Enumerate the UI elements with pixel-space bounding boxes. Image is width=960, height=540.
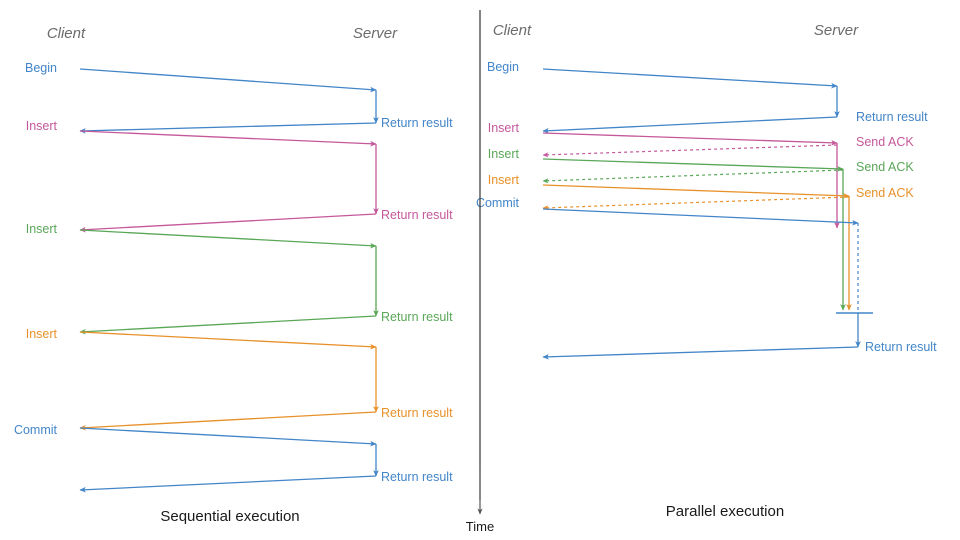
divider-layer: Time [466, 10, 494, 534]
ack-label: Send ACK [856, 135, 914, 149]
lane-title-server: Server [814, 22, 859, 39]
ack-arrow [542, 169, 844, 184]
response-label: Return result [381, 470, 453, 484]
panel-caption: Sequential execution [160, 508, 299, 525]
request-arrow [542, 158, 844, 172]
request-label: Insert [26, 327, 58, 341]
request-label: Insert [488, 173, 520, 187]
response-label: Return result [856, 110, 928, 124]
panel-caption: Parallel execution [666, 503, 784, 520]
request-arrow [542, 208, 859, 226]
request-arrow [542, 132, 838, 146]
request-arrow [542, 184, 850, 199]
request-arrow [79, 68, 377, 93]
ack-label: Send ACK [856, 186, 914, 200]
time-axis-label: Time [466, 519, 494, 534]
request-label: Begin [487, 60, 519, 74]
request-arrow [79, 427, 377, 447]
response-arrow [542, 346, 859, 360]
lane-title-server: Server [353, 25, 398, 42]
response-label: Return result [381, 208, 453, 222]
response-label: Return result [381, 116, 453, 130]
response-arrow [542, 116, 838, 134]
lane-title-client: Client [47, 25, 86, 42]
request-label: Insert [488, 147, 520, 161]
response-label: Return result [865, 340, 937, 354]
request-arrow [79, 229, 377, 249]
response-arrow [79, 475, 377, 493]
response-arrow [79, 122, 377, 134]
ack-arrow [542, 196, 850, 211]
request-label: Commit [476, 196, 520, 210]
request-arrow [79, 331, 377, 350]
request-label: Commit [14, 423, 58, 437]
request-label: Begin [25, 61, 57, 75]
lane-title-client: Client [493, 22, 532, 39]
ack-arrow [542, 144, 838, 158]
request-label: Insert [26, 119, 58, 133]
response-label: Return result [381, 406, 453, 420]
response-label: Return result [381, 310, 453, 324]
request-arrow [79, 130, 377, 147]
response-arrow [79, 411, 377, 431]
response-arrow [79, 315, 377, 335]
request-label: Insert [488, 121, 520, 135]
request-arrow [542, 68, 838, 89]
response-arrow [79, 213, 377, 233]
request-label: Insert [26, 222, 58, 236]
ack-label: Send ACK [856, 160, 914, 174]
